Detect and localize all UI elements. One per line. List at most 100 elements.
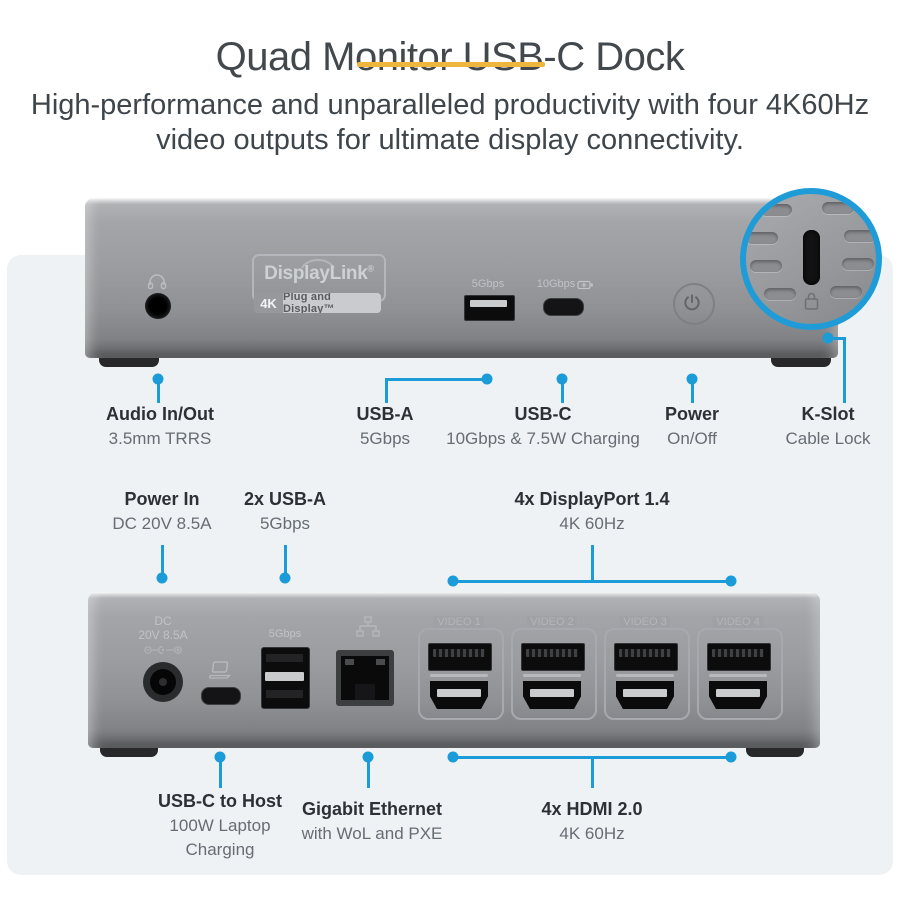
callout-sub-audio: 3.5mm TRRS: [108, 429, 212, 448]
callout-line: [160, 545, 164, 578]
callout-line: [560, 379, 564, 403]
k-slot-opening: [803, 230, 820, 285]
callout-line: [218, 757, 222, 788]
video-group-3: [604, 628, 690, 720]
callout-dot: [447, 575, 459, 587]
power-icon: [684, 294, 700, 311]
page-title: Quad Monitor USB-C Dock: [215, 34, 685, 79]
accent-divider: [357, 62, 545, 67]
callout-title-audio: Audio In/Out: [106, 404, 214, 424]
callout-dot: [362, 751, 374, 763]
badge-plug-and-display: Plug and Display™: [283, 293, 381, 313]
vent-slot: [842, 258, 874, 270]
displayport-port-3: [614, 643, 678, 671]
displayport-pins: [712, 649, 764, 657]
callout-title-2x-usb-a: 2x USB-A: [243, 489, 327, 509]
callout-dot: [481, 373, 493, 385]
callout-sub-displayport: 4K 60Hz: [559, 514, 625, 533]
callout-title-displayport: 4x DisplayPort 1.4: [514, 489, 670, 509]
callout-line: [690, 379, 694, 403]
power-button: [673, 283, 715, 325]
callout-dot: [214, 751, 226, 763]
hdmi-pins: [623, 689, 667, 697]
headphones-icon: [147, 274, 167, 290]
callout-sub-usb-c: 10Gbps & 7.5W Charging: [446, 429, 640, 448]
callout-dot: [447, 751, 459, 763]
hdmi-pins: [437, 689, 481, 697]
callout-title-power: Power: [664, 404, 720, 424]
video-group-1: [418, 628, 504, 720]
callout-sub-ethernet: with WoL and PXE: [301, 824, 443, 843]
video-group-2: [511, 628, 597, 720]
callout-line: [590, 757, 594, 788]
dc-label-line1: DC: [154, 614, 172, 628]
callout-dot: [556, 373, 568, 385]
ethernet-led: [345, 659, 354, 665]
dc-label-line2: 20V 8.5A: [138, 628, 188, 642]
vent-slot: [750, 260, 782, 272]
dc-power-jack-pin: [159, 678, 167, 686]
displayport-port-1: [428, 643, 492, 671]
callout-sub-power-in: DC 20V 8.5A: [112, 514, 212, 533]
dc-polarity-icon: [144, 645, 182, 655]
front-usb-a-tongue: [470, 300, 507, 307]
subtitle-line-1: High-performance and unparalleled produc…: [30, 89, 870, 121]
displayport-port-2: [521, 643, 585, 671]
front-usb-a-speed-label: 5Gbps: [471, 278, 505, 290]
callout-sub-usb-c-host-2: Charging: [185, 840, 255, 859]
hdmi-pins: [716, 689, 760, 697]
port-separator: [430, 674, 488, 677]
callout-title-usb-a: USB-A: [356, 404, 414, 424]
vent-slot: [760, 204, 792, 216]
displayport-pins: [526, 649, 578, 657]
callout-title-hdmi: 4x HDMI 2.0: [541, 799, 643, 819]
displayport-pins: [619, 649, 671, 657]
vent-slot: [822, 202, 854, 214]
displaylink-badge: 4K Plug and Display™: [254, 293, 381, 313]
back-usb-c-host-port: [201, 687, 241, 705]
callout-dot: [725, 751, 737, 763]
callout-line: [590, 545, 594, 581]
callout-dot: [152, 373, 164, 385]
vent-slot: [830, 286, 862, 298]
ethernet-clip-slot: [355, 684, 375, 700]
callout-line: [283, 545, 287, 578]
callout-title-usb-c: USB-C: [514, 404, 572, 424]
kensington-lock-icon: [804, 292, 819, 310]
callout-sub-power: On/Off: [667, 429, 717, 448]
port-separator: [709, 674, 767, 677]
front-usb-a-port: [464, 295, 515, 321]
video-group-1-label: VIDEO 1: [433, 616, 485, 628]
callout-sub-usb-a: 5Gbps: [359, 429, 411, 448]
callout-line: [828, 336, 846, 340]
battery-charging-icon: [577, 280, 593, 290]
video-group-2-label: VIDEO 2: [526, 616, 578, 628]
port-separator: [523, 674, 581, 677]
displaylink-wordmark: DisplayLink®: [264, 263, 374, 284]
callout-line: [843, 336, 846, 403]
callout-title-k-slot: K-Slot: [801, 404, 855, 424]
displaylink-arc-icon: [301, 259, 335, 269]
back-usb-a-bottom-tongue: [266, 690, 303, 698]
back-usb-a-divider: [265, 672, 304, 681]
callout-dot: [822, 332, 834, 344]
displayport-port-4: [707, 643, 771, 671]
video-group-3-label: VIDEO 3: [619, 616, 671, 628]
back-usb-a-top-tongue: [266, 654, 303, 662]
callout-dot: [686, 373, 698, 385]
hdmi-pins: [530, 689, 574, 697]
callout-sub-hdmi: 4K 60Hz: [559, 824, 625, 843]
callout-sub-k-slot: Cable Lock: [785, 429, 871, 448]
callout-title-ethernet: Gigabit Ethernet: [301, 799, 443, 819]
subtitle-line-2: video outputs for ultimate display conne…: [156, 124, 744, 156]
vent-slot: [764, 288, 796, 300]
vent-slot: [844, 230, 876, 242]
front-usb-c-port: [543, 298, 584, 316]
callout-line: [156, 379, 160, 403]
front-dock-body: [85, 198, 838, 358]
video-group-4: [697, 628, 783, 720]
audio-jack-port: [145, 293, 171, 319]
callout-dot: [725, 575, 737, 587]
callout-sub-usb-c-host-1: 100W Laptop: [169, 816, 271, 835]
